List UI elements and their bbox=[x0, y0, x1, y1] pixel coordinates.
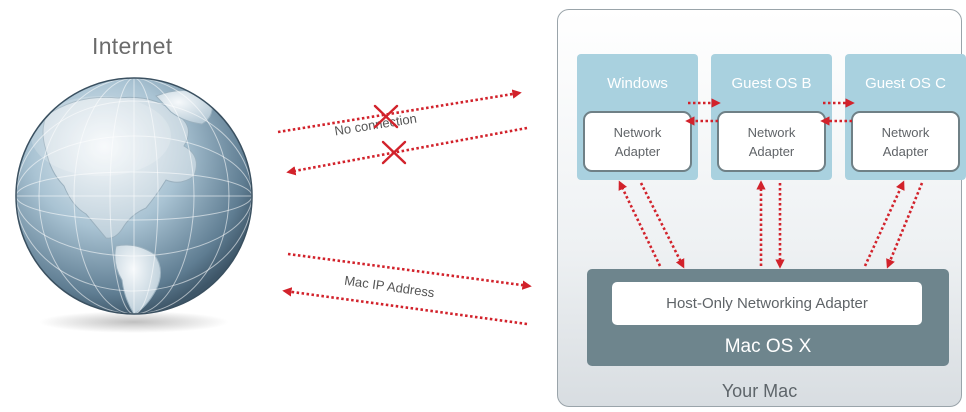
internet-label: Internet bbox=[92, 33, 173, 59]
inbound-blocked-arrow bbox=[286, 126, 528, 176]
outbound-mac-ip-arrow bbox=[287, 252, 532, 290]
globe-icon bbox=[15, 77, 253, 333]
blocked-x-icon bbox=[373, 104, 399, 129]
adapter-label-line2: Adapter bbox=[882, 143, 929, 159]
adapter-label-line1: Network bbox=[747, 124, 796, 140]
guest-title: Guest OS B bbox=[731, 75, 812, 92]
mac-os-label: Mac OS X bbox=[724, 336, 812, 357]
adapter-link-arrow bbox=[863, 180, 905, 267]
adapter-label-line1: Network bbox=[881, 124, 930, 140]
adapter-label-line2: Adapter bbox=[614, 143, 661, 159]
inbound-mac-ip-arrow bbox=[282, 287, 528, 326]
blocked-x-icon bbox=[381, 140, 407, 165]
adapter-link-arrow bbox=[639, 182, 685, 269]
adapter-link-arrow bbox=[618, 180, 662, 267]
adapter-label-line2: Adapter bbox=[748, 143, 795, 159]
host-only-adapter: Host-Only Networking Adapter bbox=[612, 282, 922, 325]
guest-title: Guest OS C bbox=[865, 75, 946, 92]
guest-title: Windows bbox=[607, 75, 668, 92]
your-mac-label: Your Mac bbox=[721, 381, 798, 401]
outbound-blocked-arrow bbox=[277, 89, 522, 134]
adapter-label-line1: Network bbox=[613, 124, 662, 140]
adapter-link-arrow bbox=[886, 182, 924, 269]
